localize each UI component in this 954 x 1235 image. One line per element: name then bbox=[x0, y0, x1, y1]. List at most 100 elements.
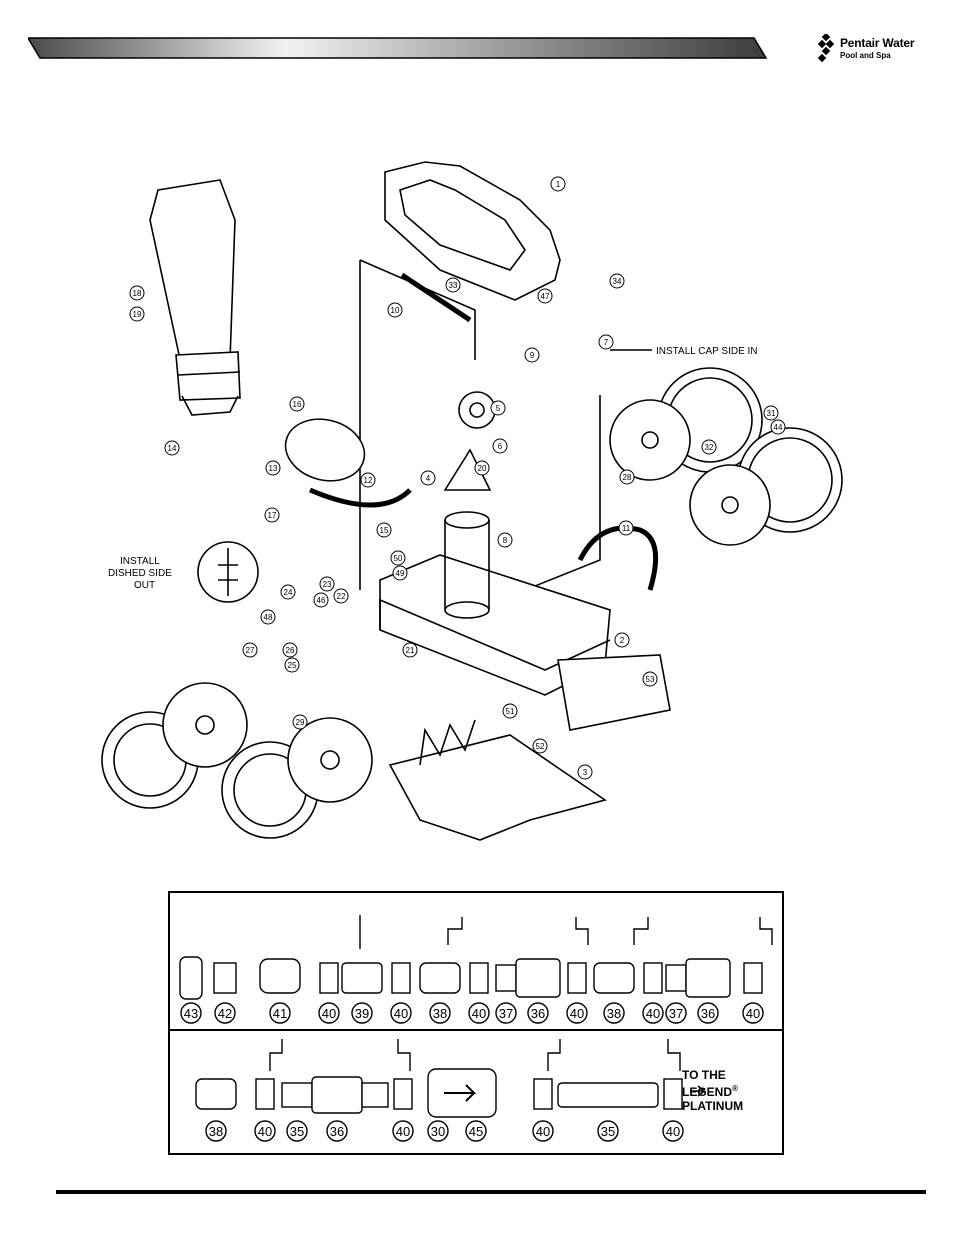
part-bubble-12: 12 bbox=[361, 473, 375, 487]
part-number-19: 19 bbox=[133, 310, 142, 319]
brand-logo: Pentair Water Pool and Spa bbox=[816, 34, 936, 68]
hose-part-number: 40 bbox=[646, 1006, 660, 1021]
part-bubble-21: 21 bbox=[403, 643, 417, 657]
part-bubble-24: 24 bbox=[281, 585, 295, 599]
part-number-28: 28 bbox=[623, 473, 632, 482]
part-number-13: 13 bbox=[269, 464, 278, 473]
install-dished-line3: OUT bbox=[134, 580, 155, 591]
hose-part-bubble-r1-9: 36 bbox=[528, 1003, 548, 1023]
part-bubble-11: 11 bbox=[619, 521, 633, 535]
part-bubble-7: 7 bbox=[599, 335, 613, 349]
part-number-21: 21 bbox=[406, 646, 415, 655]
hose-part-number: 40 bbox=[746, 1006, 760, 1021]
hose-part-bubble-r1-0: 43 bbox=[181, 1003, 201, 1023]
part-bubble-17: 17 bbox=[265, 508, 279, 522]
part-bubble-53: 53 bbox=[643, 672, 657, 686]
part-number-47: 47 bbox=[541, 292, 550, 301]
hose-part-number: 40 bbox=[666, 1124, 680, 1139]
part-number-3: 3 bbox=[583, 768, 588, 777]
hose-part-bubble-r2-6: 45 bbox=[466, 1121, 486, 1141]
part-number-32: 32 bbox=[705, 443, 714, 452]
part-bubble-28: 28 bbox=[620, 470, 634, 484]
hose-part-number: 38 bbox=[209, 1124, 223, 1139]
install-dished-line2: DISHED SIDE bbox=[108, 568, 172, 579]
part-bubble-10: 10 bbox=[388, 303, 402, 317]
pentair-logo-icon bbox=[816, 34, 838, 62]
hose-part-number: 30 bbox=[431, 1124, 445, 1139]
part-number-26: 26 bbox=[286, 646, 295, 655]
hose-part-bubble-r1-13: 37 bbox=[666, 1003, 686, 1023]
part-number-9: 9 bbox=[530, 351, 535, 360]
part-bubble-15: 15 bbox=[377, 523, 391, 537]
part-number-15: 15 bbox=[380, 526, 389, 535]
part-bubble-16: 16 bbox=[290, 397, 304, 411]
part-bubble-50: 50 bbox=[391, 551, 405, 565]
part-number-33: 33 bbox=[449, 281, 458, 290]
hose-part-bubble-r1-14: 36 bbox=[698, 1003, 718, 1023]
note-line2: LEGEND bbox=[682, 1085, 732, 1099]
header-bar bbox=[28, 36, 768, 60]
hose-part-bubble-r2-2: 35 bbox=[287, 1121, 307, 1141]
hose-part-bubble-r1-3: 40 bbox=[319, 1003, 339, 1023]
part-bubble-13: 13 bbox=[266, 461, 280, 475]
part-bubble-33: 33 bbox=[446, 278, 460, 292]
part-bubble-4: 4 bbox=[421, 471, 435, 485]
part-bubble-34: 34 bbox=[610, 274, 624, 288]
part-number-22: 22 bbox=[337, 592, 346, 601]
hose-part-bubble-r2-5: 30 bbox=[428, 1121, 448, 1141]
part-number-18: 18 bbox=[133, 289, 142, 298]
hose-part-bubble-r2-0: 38 bbox=[206, 1121, 226, 1141]
hose-part-number: 40 bbox=[536, 1124, 550, 1139]
hose-part-number: 36 bbox=[330, 1124, 344, 1139]
part-bubble-31: 31 bbox=[764, 406, 778, 420]
part-bubble-51: 51 bbox=[503, 704, 517, 718]
part-number-11: 11 bbox=[622, 524, 631, 533]
part-number-14: 14 bbox=[168, 444, 177, 453]
part-bubble-8: 8 bbox=[498, 533, 512, 547]
hose-part-number: 37 bbox=[669, 1006, 683, 1021]
part-bubble-52: 52 bbox=[533, 739, 547, 753]
hose-part-number: 40 bbox=[258, 1124, 272, 1139]
part-number-2: 2 bbox=[620, 636, 625, 645]
hose-part-bubble-r1-7: 40 bbox=[469, 1003, 489, 1023]
part-number-25: 25 bbox=[288, 661, 297, 670]
hose-part-bubble-r2-9: 40 bbox=[663, 1121, 683, 1141]
install-cap-label: INSTALL CAP SIDE IN bbox=[656, 346, 758, 357]
hose-part-number: 38 bbox=[607, 1006, 621, 1021]
part-bubble-22: 22 bbox=[334, 589, 348, 603]
hose-part-number: 39 bbox=[355, 1006, 369, 1021]
install-dished-line1: INSTALL bbox=[120, 556, 160, 567]
part-number-44: 44 bbox=[774, 423, 783, 432]
hose-part-number: 40 bbox=[472, 1006, 486, 1021]
part-number-17: 17 bbox=[268, 511, 277, 520]
hose-part-number: 38 bbox=[433, 1006, 447, 1021]
hose-part-number: 40 bbox=[570, 1006, 584, 1021]
hose-part-number: 42 bbox=[218, 1006, 232, 1021]
hose-part-number: 40 bbox=[396, 1124, 410, 1139]
hose-part-number: 40 bbox=[394, 1006, 408, 1021]
part-bubble-19: 19 bbox=[130, 307, 144, 321]
part-bubble-14: 14 bbox=[165, 441, 179, 455]
hose-part-bubble-r1-4: 39 bbox=[352, 1003, 372, 1023]
part-number-46: 46 bbox=[317, 596, 326, 605]
hose-part-bubble-r1-12: 40 bbox=[643, 1003, 663, 1023]
part-number-10: 10 bbox=[391, 306, 400, 315]
hose-part-bubble-r2-8: 35 bbox=[598, 1121, 618, 1141]
hose-part-bubble-r2-1: 40 bbox=[255, 1121, 275, 1141]
part-number-6: 6 bbox=[498, 442, 503, 451]
hose-part-bubble-r1-10: 40 bbox=[567, 1003, 587, 1023]
part-bubble-9: 9 bbox=[525, 348, 539, 362]
part-bubble-6: 6 bbox=[493, 439, 507, 453]
brand-name: Pentair Water bbox=[840, 36, 914, 50]
part-bubble-46: 46 bbox=[314, 593, 328, 607]
hose-part-bubble-r1-1: 42 bbox=[215, 1003, 235, 1023]
hose-part-bubble-r1-8: 37 bbox=[496, 1003, 516, 1023]
part-number-4: 4 bbox=[426, 474, 431, 483]
hose-part-bubble-r1-6: 38 bbox=[430, 1003, 450, 1023]
part-bubble-1: 1 bbox=[551, 177, 565, 191]
hose-part-number: 37 bbox=[499, 1006, 513, 1021]
part-number-23: 23 bbox=[323, 580, 332, 589]
badge-plate bbox=[558, 655, 670, 730]
